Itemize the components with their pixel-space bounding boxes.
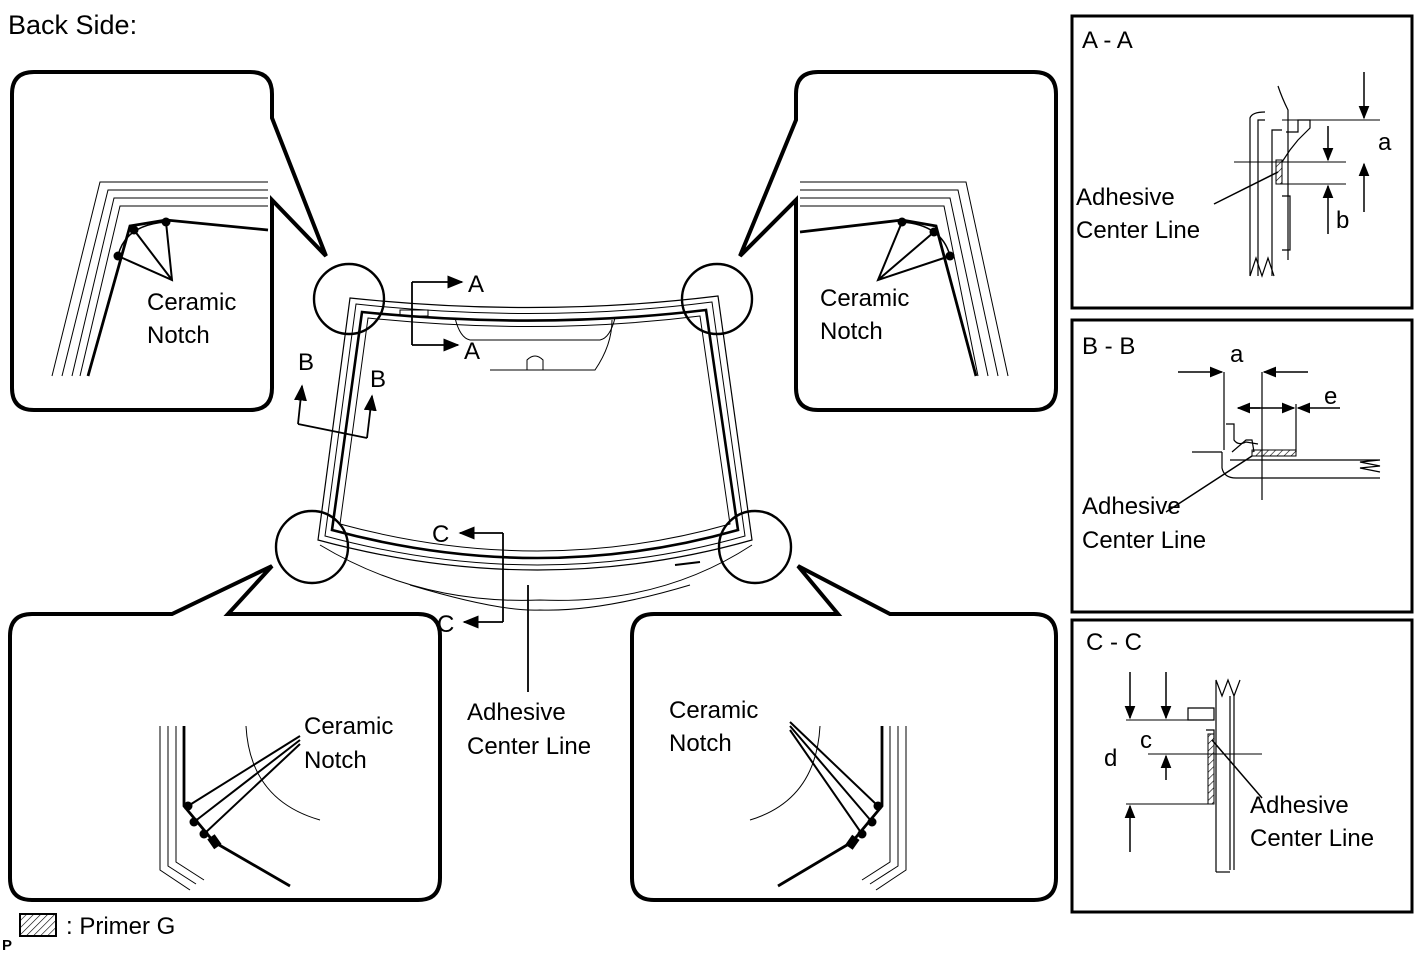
callout-top-left-text-1: Ceramic xyxy=(147,289,236,316)
callout-top-right: Ceramic Notch xyxy=(738,70,1058,412)
callout-bottom-left-text-2: Notch xyxy=(304,747,367,774)
section-a-label-bottom: A xyxy=(464,338,480,365)
adhesive-label-line1: Adhesive xyxy=(467,699,566,726)
corner-mark: P xyxy=(2,937,12,954)
callout-top-left: Ceramic Notch xyxy=(10,70,328,412)
legend-text: : Primer G xyxy=(66,913,175,940)
section-cc-label-1: Adhesive xyxy=(1250,792,1349,819)
section-a-label-top: A xyxy=(468,271,484,298)
callout-bottom-left-text-1: Ceramic xyxy=(304,713,393,740)
section-c-label-top: C xyxy=(432,521,449,548)
callout-top-left-text-2: Notch xyxy=(147,322,210,349)
callout-bottom-left: Ceramic Notch xyxy=(8,564,442,902)
callout-top-right-text-2: Notch xyxy=(820,318,883,345)
callout-bottom-right-text-2: Notch xyxy=(669,730,732,757)
section-cc-label-2: Center Line xyxy=(1250,825,1374,852)
windshield-outline xyxy=(317,295,753,611)
section-aa-panel: A - A a b Adhesive Center Line xyxy=(1070,14,1414,310)
section-cc-dim-c: c xyxy=(1140,727,1152,754)
circle-top-right xyxy=(680,262,754,336)
section-cc-title: C - C xyxy=(1086,629,1142,656)
section-aa-label-2: Center Line xyxy=(1076,217,1200,244)
section-aa-dim-b: b xyxy=(1336,207,1349,234)
circle-bottom-left xyxy=(274,509,350,585)
section-aa-dim-a: a xyxy=(1378,129,1392,156)
section-bb-label-2: Center Line xyxy=(1082,527,1206,554)
section-bb-label-1: Adhesive xyxy=(1082,493,1181,520)
section-bb-panel: B - B a e Adhesive Center Line xyxy=(1070,318,1414,614)
section-cc-panel: C - C c d Adhesive Center Line xyxy=(1070,618,1414,914)
callout-bottom-right-text-1: Ceramic xyxy=(669,697,758,724)
detail-circles xyxy=(274,262,793,585)
section-bb-title: B - B xyxy=(1082,333,1135,360)
section-bb-dim-e: e xyxy=(1324,383,1337,410)
primer-swatch xyxy=(19,913,57,937)
legend: : Primer G P xyxy=(2,913,175,954)
section-b-marker xyxy=(294,384,377,439)
section-b-label-right: B xyxy=(370,366,386,393)
section-aa-label-1: Adhesive xyxy=(1076,184,1175,211)
section-aa-title: A - A xyxy=(1082,27,1133,54)
section-bb-dim-a: a xyxy=(1230,341,1244,368)
section-b-label-left: B xyxy=(298,349,314,376)
page-title: Back Side: xyxy=(8,10,137,40)
adhesive-label-line2: Center Line xyxy=(467,733,591,760)
circle-top-left xyxy=(312,262,386,336)
section-c-marker xyxy=(458,526,504,629)
callout-bottom-right: Ceramic Notch xyxy=(630,564,1058,902)
section-cc-dim-d: d xyxy=(1104,745,1117,772)
circle-bottom-right xyxy=(717,509,793,585)
callout-top-right-text-1: Ceramic xyxy=(820,285,909,312)
section-a-marker xyxy=(411,275,464,352)
